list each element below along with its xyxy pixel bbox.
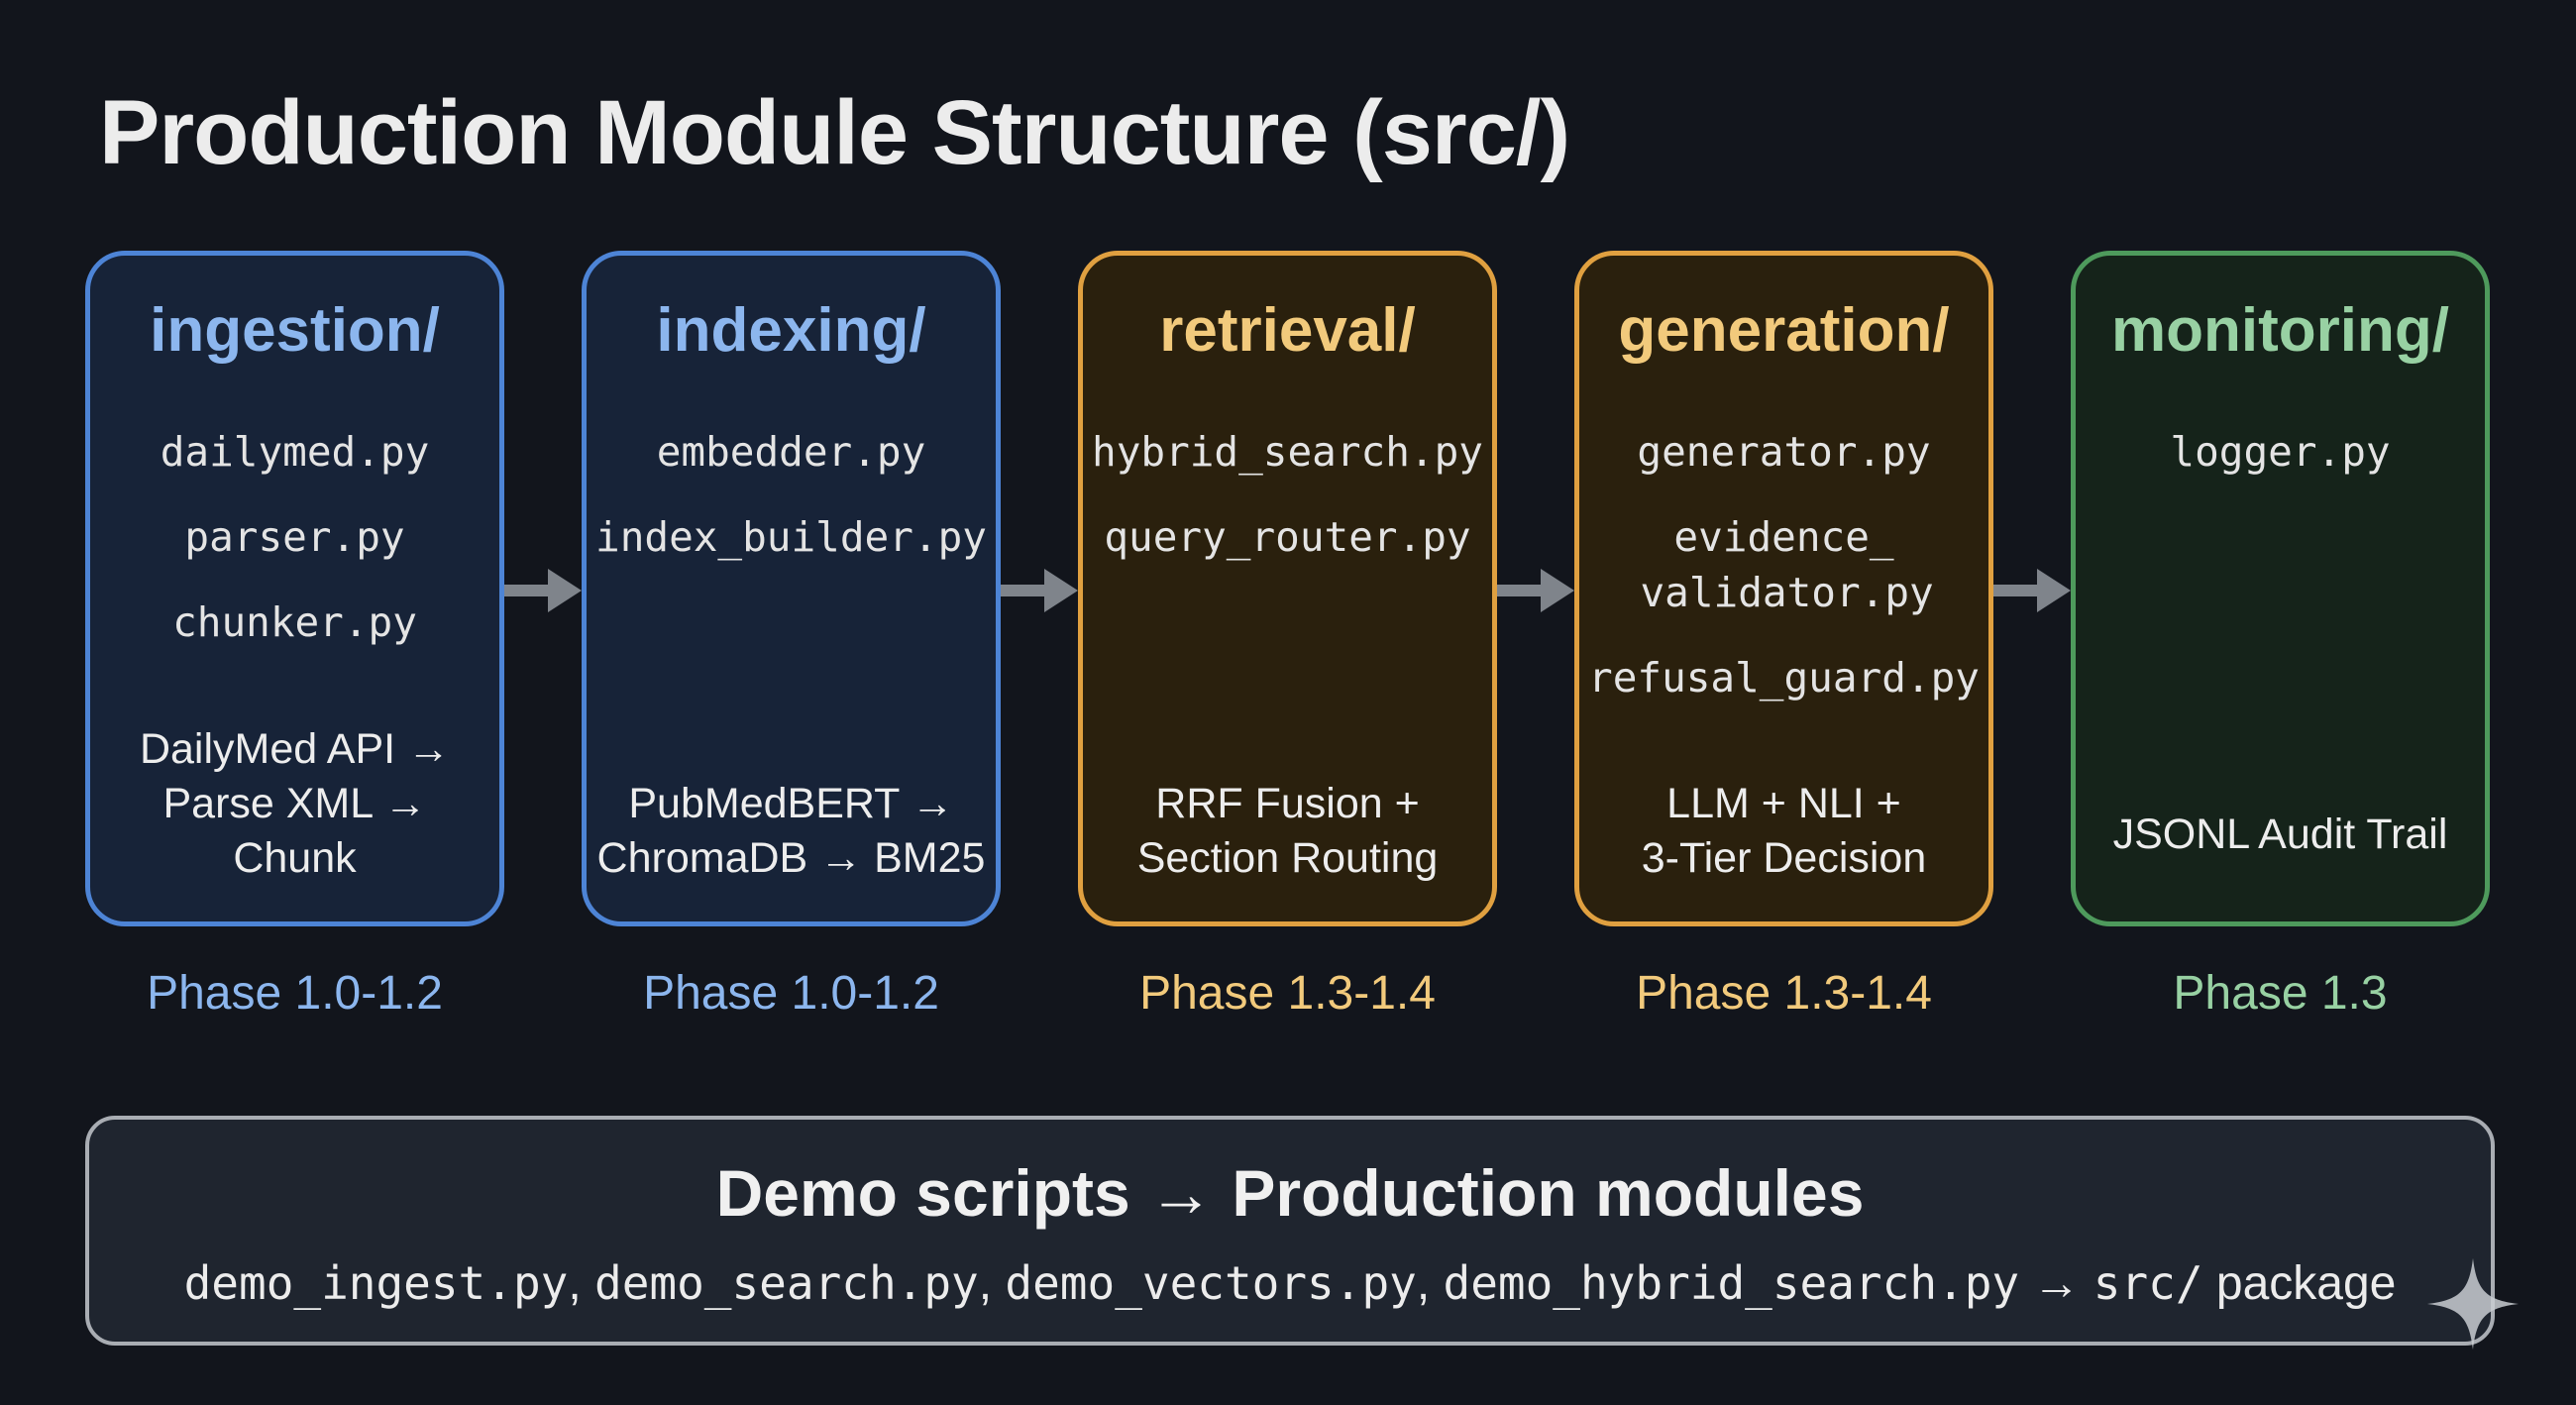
module-retrieval: retrieval/ hybrid_search.py query_router… — [1078, 251, 1497, 926]
arrow-text: → — [2019, 1257, 2093, 1310]
description-line: Section Routing — [1136, 834, 1439, 882]
module-files: embedder.py index_builder.py — [587, 424, 996, 594]
module-files: generator.py evidence_ validator.py refu… — [1579, 424, 1988, 735]
module-generation: generation/ generator.py evidence_ valid… — [1574, 251, 1993, 926]
flow-arrow-icon — [504, 569, 582, 612]
phase-label: Phase 1.3-1.4 — [1636, 967, 1932, 1020]
phase-label: Phase 1.3-1.4 — [1139, 967, 1436, 1020]
module-description: LLM + NLI + 3-Tier Decision — [1589, 777, 1979, 886]
script-name: demo_ingest.py — [183, 1256, 569, 1310]
file-name: chunker.py — [172, 598, 417, 646]
module-files: logger.py — [2076, 424, 2485, 509]
file-name: logger.py — [2170, 428, 2391, 476]
file-name: query_router.py — [1104, 513, 1471, 561]
module-description: PubMedBERT → ChromaDB → BM25 — [596, 777, 986, 886]
phase-label: Phase 1.0-1.2 — [643, 967, 939, 1020]
description-line: PubMedBERT → — [628, 780, 954, 827]
flow-arrow-icon — [1497, 569, 1574, 612]
module-name: retrieval/ — [1159, 296, 1416, 365]
description-line: Parse XML → Chunk — [162, 780, 427, 882]
module-indexing: indexing/ embedder.py index_builder.py P… — [582, 251, 1001, 926]
module-name: indexing/ — [656, 296, 926, 365]
module-files: hybrid_search.py query_router.py — [1083, 424, 1492, 594]
file-name: evidence_ validator.py — [1640, 513, 1934, 616]
phase-label: Phase 1.0-1.2 — [147, 967, 443, 1020]
description-line: DailyMed API → — [139, 725, 451, 773]
separator: , — [978, 1257, 1006, 1310]
description-line: RRF Fusion + — [1155, 780, 1420, 827]
module-name: ingestion/ — [150, 296, 440, 365]
module-description: DailyMed API → Parse XML → Chunk — [100, 722, 489, 886]
demo-title: Demo scripts → Production modules — [715, 1156, 1865, 1230]
file-name: hybrid_search.py — [1092, 428, 1483, 476]
description-line: JSONL Audit Trail — [2112, 811, 2448, 858]
demo-scripts-line: demo_ingest.py, demo_search.py, demo_vec… — [89, 1256, 2491, 1311]
flow-arrow-icon — [1001, 569, 1078, 612]
module-description: RRF Fusion + Section Routing — [1093, 777, 1482, 886]
script-name: demo_hybrid_search.py — [1443, 1256, 2020, 1310]
module-monitoring: monitoring/ logger.py JSONL Audit Trail — [2071, 251, 2490, 926]
description-line: LLM + NLI + — [1666, 780, 1901, 827]
target-package: src/ — [2093, 1256, 2203, 1310]
file-name: dailymed.py — [160, 428, 430, 476]
file-name: parser.py — [184, 513, 405, 561]
file-name: index_builder.py — [595, 513, 987, 561]
target-label: package — [2202, 1257, 2397, 1310]
script-name: demo_vectors.py — [1005, 1256, 1417, 1310]
phase-label: Phase 1.3 — [2173, 967, 2388, 1020]
module-ingestion: ingestion/ dailymed.py parser.py chunker… — [85, 251, 504, 926]
file-name: refusal_guard.py — [1588, 654, 1980, 702]
file-name: embedder.py — [656, 428, 926, 476]
demo-scripts-box: Demo scripts → Production modules demo_i… — [85, 1116, 2495, 1346]
module-name: generation/ — [1618, 296, 1950, 365]
description-line: ChromaDB → BM25 — [596, 834, 986, 882]
module-files: dailymed.py parser.py chunker.py — [90, 424, 499, 680]
file-name: generator.py — [1637, 428, 1931, 476]
script-name: demo_search.py — [594, 1256, 979, 1310]
separator: , — [1416, 1257, 1444, 1310]
module-name: monitoring/ — [2111, 296, 2449, 365]
sparkle-icon — [2426, 1257, 2520, 1351]
flow-arrow-icon — [1993, 569, 2071, 612]
page-title: Production Module Structure (src/) — [99, 82, 1570, 183]
separator: , — [568, 1257, 595, 1310]
module-description: JSONL Audit Trail — [2086, 808, 2475, 862]
description-line: 3-Tier Decision — [1641, 834, 1927, 882]
